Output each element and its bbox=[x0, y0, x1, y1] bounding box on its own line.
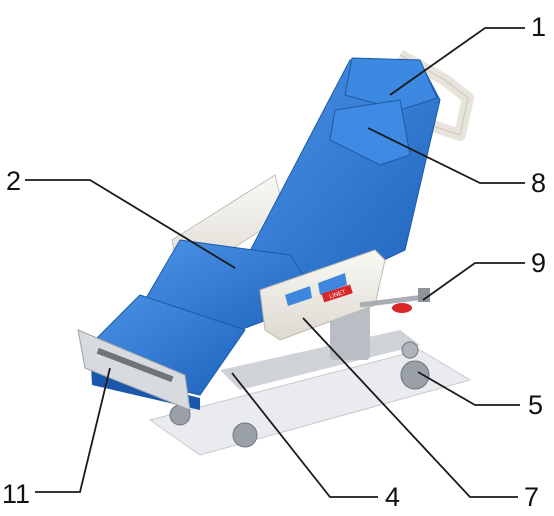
leader-9 bbox=[423, 263, 525, 300]
callout-11: 11 bbox=[2, 479, 30, 509]
callout-1: 1 bbox=[531, 12, 546, 42]
callout-9: 9 bbox=[531, 248, 546, 278]
callout-8: 8 bbox=[531, 168, 546, 198]
callout-2: 2 bbox=[6, 166, 21, 196]
callout-7: 7 bbox=[524, 482, 539, 511]
leader-11 bbox=[35, 368, 110, 492]
callout-4: 4 bbox=[385, 482, 400, 511]
callout-5: 5 bbox=[528, 390, 543, 420]
